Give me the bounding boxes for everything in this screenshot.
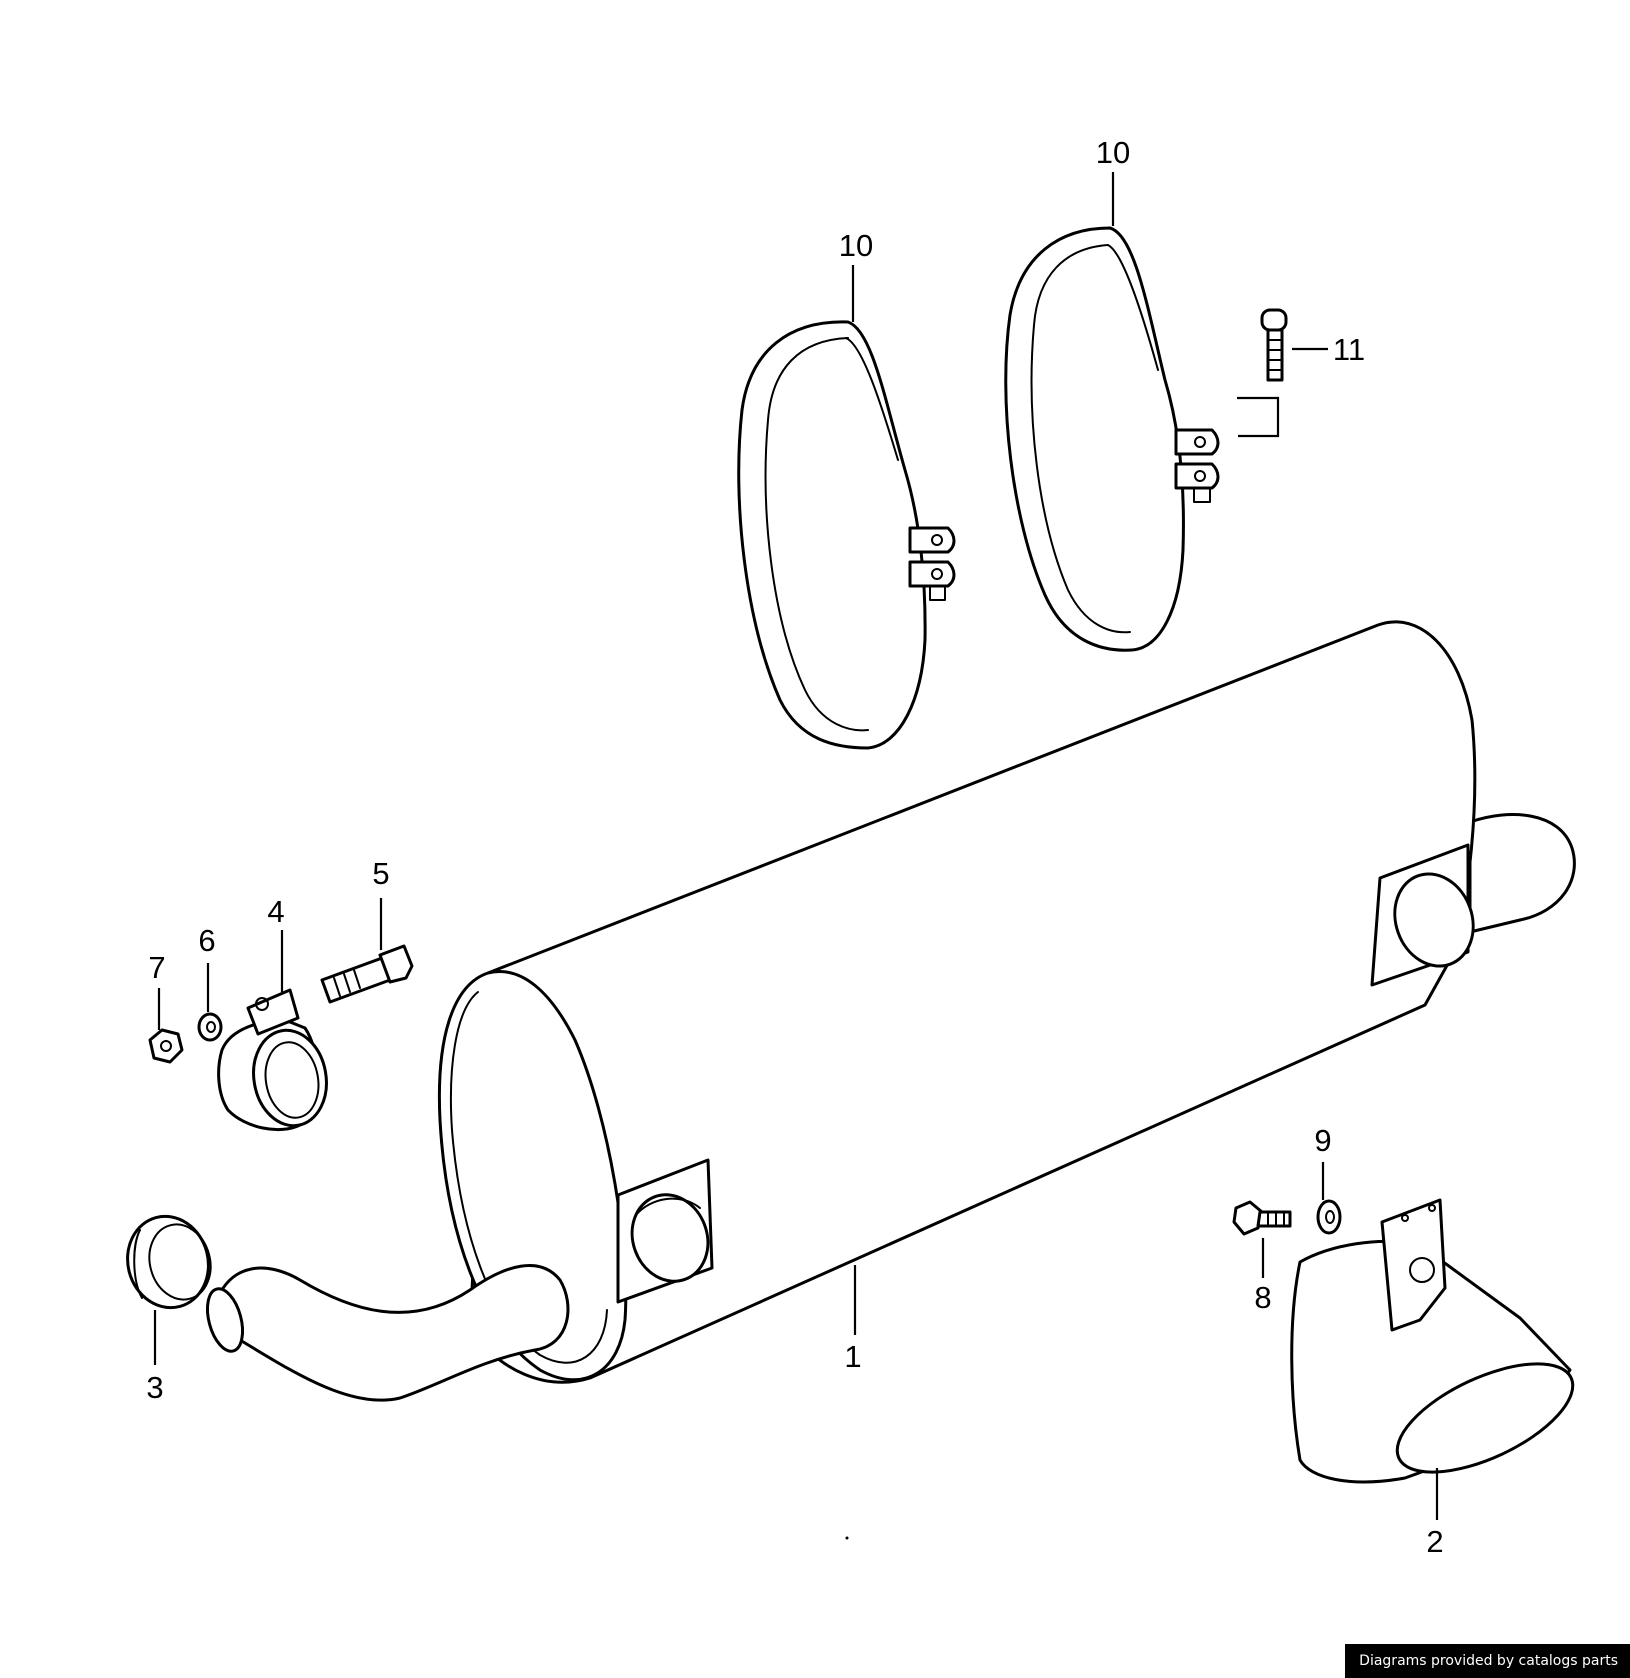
stray-dot (845, 1536, 849, 1540)
part-10-strap-right (1004, 226, 1220, 652)
part-8-bolt (1232, 1200, 1292, 1236)
part-11-screw (1260, 308, 1288, 382)
callout-8: 8 (1254, 1280, 1271, 1315)
callout-4: 4 (267, 894, 284, 929)
callout-11: 11 (1333, 332, 1365, 367)
leader-lines (153, 172, 1439, 1520)
callout-5: 5 (372, 856, 389, 891)
callout-9: 9 (1314, 1123, 1331, 1158)
callout-3: 3 (146, 1370, 163, 1405)
callout-1: 1 (844, 1339, 861, 1374)
part-6-washer (197, 1012, 223, 1042)
part-1-muffler (205, 620, 1576, 1402)
callout-10-left: 10 (839, 228, 873, 263)
part-5-bolt (320, 944, 414, 1004)
callout-10-right: 10 (1096, 135, 1130, 170)
part-4-pipe-clamp (217, 988, 328, 1132)
part-7-nut (148, 1028, 184, 1064)
part-10-strap-left (737, 320, 956, 750)
part-9-washer (1316, 1199, 1342, 1235)
callout-numbers: 1 2 3 4 5 6 7 8 9 10 10 11 (146, 135, 1443, 1559)
callout-6: 6 (198, 923, 215, 958)
callout-7: 7 (148, 950, 165, 985)
callout-2: 2 (1426, 1524, 1443, 1559)
part-2-tailpipe-tip (1290, 1198, 1575, 1484)
part-3-seal-ring (126, 1214, 212, 1310)
diagram-credit-badge: Diagrams provided by catalogs parts (1345, 1644, 1630, 1678)
